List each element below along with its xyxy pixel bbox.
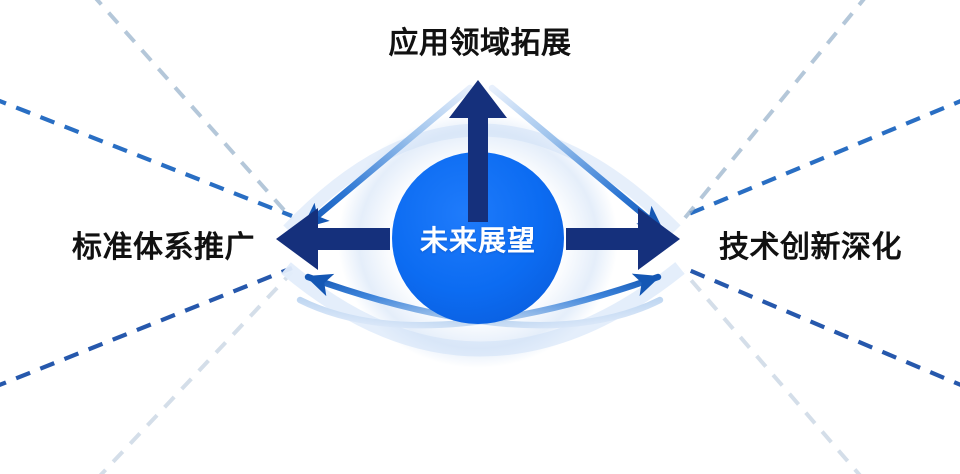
dash-upper-right-outer [683, 99, 960, 218]
center-node-circle[interactable] [392, 152, 564, 324]
primary-arrows [276, 80, 680, 270]
dash-lower-right-inner [682, 270, 862, 474]
node-label-left: 标准体系推广 [72, 231, 255, 264]
node-label-top: 应用领域拓展 [388, 27, 572, 60]
arrow-left [276, 208, 390, 270]
dash-upper-left-outer [0, 98, 293, 218]
arc-bottom-to-right [296, 273, 662, 329]
connector-arrows [296, 84, 666, 329]
dash-lower-left-outer [0, 266, 293, 388]
arc-bottom-to-left [304, 273, 664, 329]
node-label-right: 技术创新深化 [719, 231, 902, 264]
dash-lower-right-outer [683, 266, 960, 387]
dash-lower-left-inner [98, 270, 294, 474]
arrow-up [449, 80, 507, 222]
arc-top-to-left [300, 84, 474, 231]
dash-upper-left-inner [94, 0, 294, 221]
arrow-right [566, 208, 680, 270]
center-node-label: 未来展望 [419, 225, 536, 256]
arc-top-to-right [488, 84, 666, 234]
